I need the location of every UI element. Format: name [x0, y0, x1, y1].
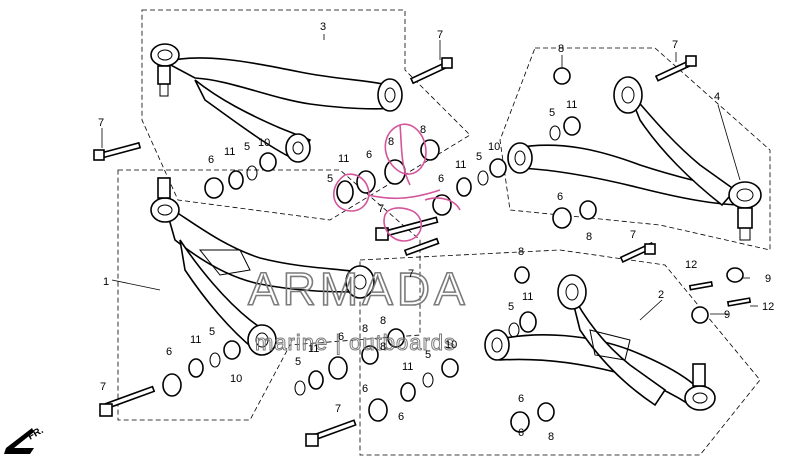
callout: 11	[338, 153, 349, 165]
callout: 9	[765, 273, 771, 285]
callout: 8	[362, 323, 368, 335]
callout: 5	[209, 326, 215, 338]
bolt-center-lower	[403, 237, 440, 257]
bolt-right-lower	[619, 241, 656, 263]
callout: 7	[378, 203, 384, 215]
callout: 5	[295, 356, 301, 368]
callout: 8	[548, 431, 554, 443]
callout: 8	[420, 124, 426, 136]
watermark-tagline: marine | outboards	[255, 330, 456, 355]
callout: 7	[630, 229, 636, 241]
callout: 11	[455, 159, 466, 171]
bolt-bottom-center	[305, 419, 357, 447]
callout: 7	[98, 117, 104, 129]
callout: 9	[724, 309, 730, 321]
callout: 6	[208, 154, 214, 166]
callout: 7	[437, 29, 443, 41]
upper-left-arm[interactable]	[150, 43, 403, 163]
callout: 11	[402, 361, 413, 373]
callout: 5	[549, 107, 555, 119]
callout: 11	[190, 334, 201, 346]
label-lower-left-arm: 1	[103, 276, 109, 288]
callout: 12	[762, 301, 774, 313]
callout: 6	[518, 427, 524, 439]
callout: 6	[557, 191, 563, 203]
callout: 5	[327, 173, 333, 185]
callout: 6	[362, 383, 368, 395]
callout: 5	[244, 141, 250, 153]
callout: 10	[488, 141, 500, 153]
callout: 7	[672, 39, 678, 51]
label-lower-right-arm: 2	[658, 289, 664, 301]
bolt-top-center	[409, 57, 453, 85]
watermark-brand: ARMADA	[248, 263, 469, 315]
callout: 10	[230, 373, 242, 385]
callout-numbers: 7 8 7 7 6 11 5 10 11 6 8 5 7 7 8 6 11 5 …	[98, 29, 774, 443]
bolt-left-upper	[93, 141, 142, 161]
leader-lines	[101, 34, 758, 321]
callout: 8	[380, 341, 386, 353]
front-arrow: FR.	[4, 425, 46, 454]
callout: 12	[685, 259, 697, 271]
callout: 8	[518, 246, 524, 258]
callout: 6	[438, 173, 444, 185]
callout: 11	[308, 343, 319, 355]
label-upper-right-arm: 4	[714, 91, 720, 103]
callout: 7	[408, 268, 414, 280]
callout: 5	[425, 349, 431, 361]
callout: 6	[166, 346, 172, 358]
callout: 6	[518, 393, 524, 405]
bolts[interactable]	[93, 55, 697, 447]
lower-right-arm[interactable]	[484, 274, 716, 411]
callout: 8	[388, 136, 394, 148]
bolt-left-lower	[99, 385, 156, 417]
upper-right-arm[interactable]	[507, 76, 762, 241]
callout: 10	[445, 339, 457, 351]
callout: 8	[380, 315, 386, 327]
bolt-center-upper	[375, 216, 439, 241]
armada-logo	[332, 123, 461, 242]
front-label: FR.	[26, 425, 46, 443]
callout: 7	[335, 403, 341, 415]
callout: 11	[224, 146, 235, 158]
callout: 5	[508, 301, 514, 313]
callout: 5	[476, 151, 482, 163]
callout: 6	[366, 149, 372, 161]
label-upper-left-arm: 3	[320, 21, 326, 33]
callout: 11	[566, 99, 577, 111]
bolt-top-right	[654, 55, 697, 82]
cotter-pins[interactable]	[688, 281, 752, 307]
lower-left-arm[interactable]	[150, 177, 375, 356]
callout: 7	[100, 381, 106, 393]
callout: 11	[522, 291, 533, 303]
callout: 8	[558, 43, 564, 55]
callout: 6	[398, 411, 404, 423]
small-parts[interactable]	[162, 67, 744, 433]
callout: 8	[586, 231, 592, 243]
callout: 6	[338, 331, 344, 343]
callout: 10	[258, 137, 270, 149]
